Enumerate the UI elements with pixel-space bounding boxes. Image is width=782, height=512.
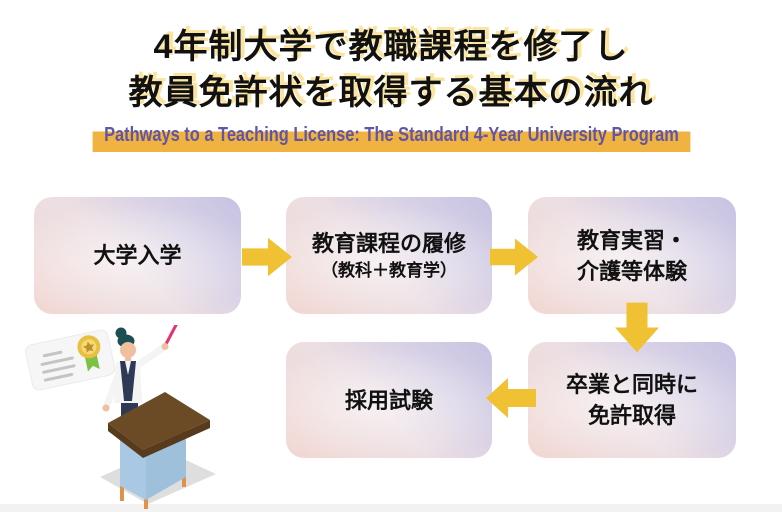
step-label: 卒業と同時に <box>565 372 698 397</box>
step-label-line2: 介護等体験 <box>576 258 687 284</box>
arrow-right-icon <box>490 238 538 276</box>
step-sublabel: （教科＋教育学） <box>321 261 457 280</box>
flow-step-license-on-graduation: 卒業と同時に 免許取得 <box>528 342 736 458</box>
bottom-edge-strip <box>0 504 782 512</box>
arrow-left-icon <box>486 378 536 418</box>
step-label-line2: 免許取得 <box>587 403 676 428</box>
certificate-icon <box>25 329 116 391</box>
step-label: 教育課程の履修 <box>311 231 466 256</box>
step-label: 採用試験 <box>344 387 433 413</box>
pointer-stick <box>163 325 178 348</box>
subtitle-highlighted-text: Pathways to a Teaching License: The Stan… <box>92 121 690 152</box>
teacher-at-podium-illustration <box>25 325 216 509</box>
flow-step-university-admission: 大学入学 <box>34 197 241 314</box>
flow-step-teaching-practice: 教育実習・ 介護等体験 <box>528 197 736 314</box>
medal-icon <box>77 335 101 372</box>
step-label: 教育実習・ <box>576 227 687 253</box>
page-title: 4年制大学で教職課程を修了し 教員免許状を取得する基本の流れ <box>0 24 782 116</box>
arrow-down-icon <box>615 302 659 353</box>
flow-step-teacher-training-coursework: 教育課程の履修 （教科＋教育学） <box>286 197 492 314</box>
step-label: 大学入学 <box>93 243 182 268</box>
flow-step-employment-exam: 採用試験 <box>286 342 492 458</box>
subtitle-row: Pathways to a Teaching License: The Stan… <box>0 121 782 152</box>
page-title-line1: 4年制大学で教職課程を修了し <box>153 28 629 66</box>
arrow-right-icon <box>242 237 292 277</box>
page-title-line2: 教員免許状を取得する基本の流れ <box>128 74 654 112</box>
podium-desk <box>100 392 216 509</box>
